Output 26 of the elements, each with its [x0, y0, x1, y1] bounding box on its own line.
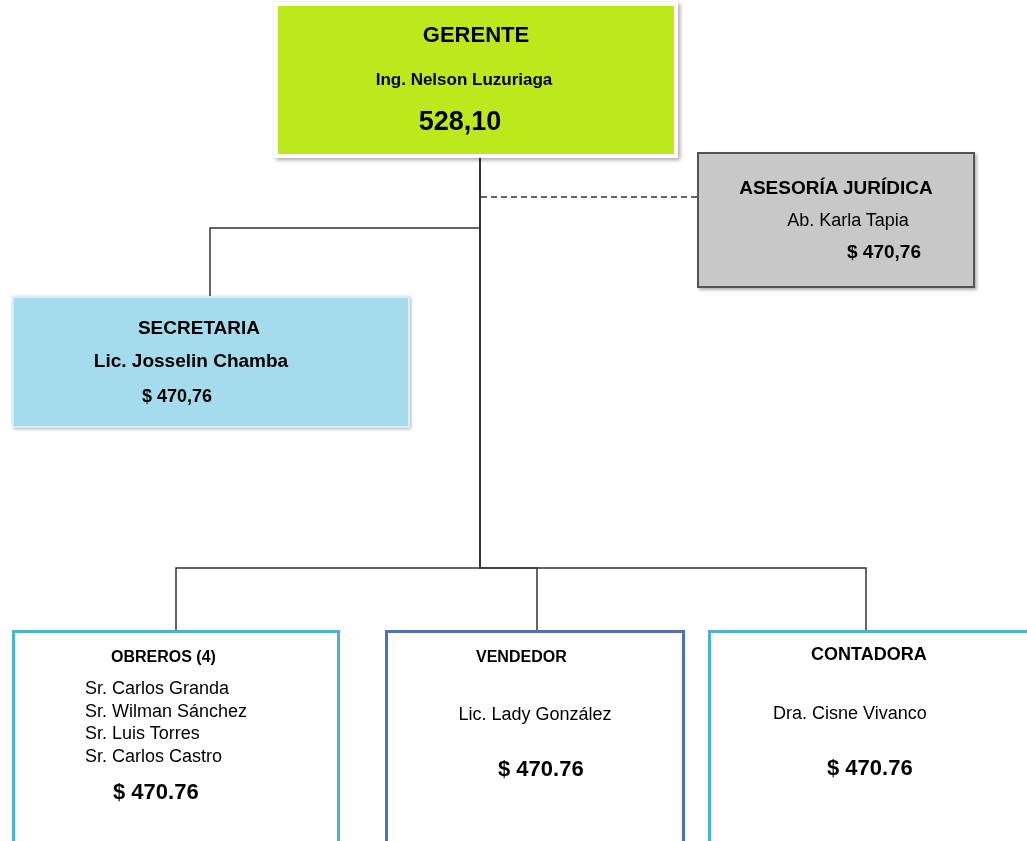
box-text: Lic. Josselin Chamba — [92, 348, 290, 373]
accountant-box — [708, 630, 1027, 841]
box-text: Sr. Wilman Sánchez — [84, 699, 249, 722]
box-text: 528,10 — [417, 104, 503, 138]
box-text: $ 470.76 — [497, 755, 585, 783]
box-text: Sr. Luis Torres — [84, 722, 201, 745]
workers-box — [12, 630, 340, 841]
box-text: Sr. Carlos Castro — [84, 744, 224, 767]
box-text: Ing. Nelson Luzuriaga — [374, 69, 554, 91]
role-title: SECRETARIA — [136, 316, 262, 340]
role-title: VENDEDOR — [475, 647, 568, 667]
legal-advisory-box — [697, 152, 975, 288]
box-text: $ 470.76 — [826, 754, 914, 782]
box-text: Dra. Cisne Vivanco — [772, 702, 928, 725]
box-text: Lic. Lady González — [457, 703, 613, 726]
box-text: $ 470.76 — [112, 778, 200, 806]
box-text: Ab. Karla Tapia — [786, 208, 910, 232]
role-title: GERENTE — [421, 21, 531, 49]
box-text: $ 470,76 — [141, 385, 214, 408]
role-title: CONTADORA — [810, 643, 928, 666]
box-text: $ 470,76 — [846, 239, 922, 264]
secretary-box — [12, 296, 410, 428]
role-title: ASESORÍA JURÍDICA — [738, 176, 934, 200]
box-text: Sr. Carlos Granda — [84, 677, 231, 700]
salesperson-box — [385, 630, 685, 841]
role-title: OBREROS (4) — [110, 647, 217, 667]
